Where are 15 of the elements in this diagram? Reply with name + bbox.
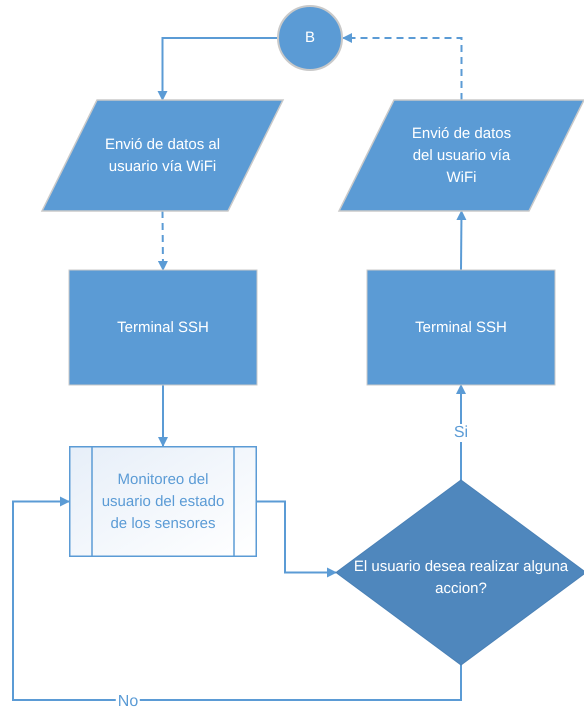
arrow [456,384,466,480]
node-text: Terminal SSH [414,318,508,338]
node-text: Terminal SSH [116,318,210,338]
node-text: El usuario desea realizar alguna accion? [352,556,570,598]
arrow [12,496,462,701]
arrow [257,500,337,578]
arrow [158,211,168,271]
node-text: Monitoreo del usuario del estado de los sensores [100,470,226,534]
node-text: Envió de datos del usuario vía WiFi [410,124,512,188]
node-text: B [304,28,316,48]
arrow [158,37,277,101]
arrow [342,33,462,100]
arrow [158,385,168,447]
node-text: Envió de datos al usuario vía WiFi [104,134,222,176]
arrow [456,210,466,270]
